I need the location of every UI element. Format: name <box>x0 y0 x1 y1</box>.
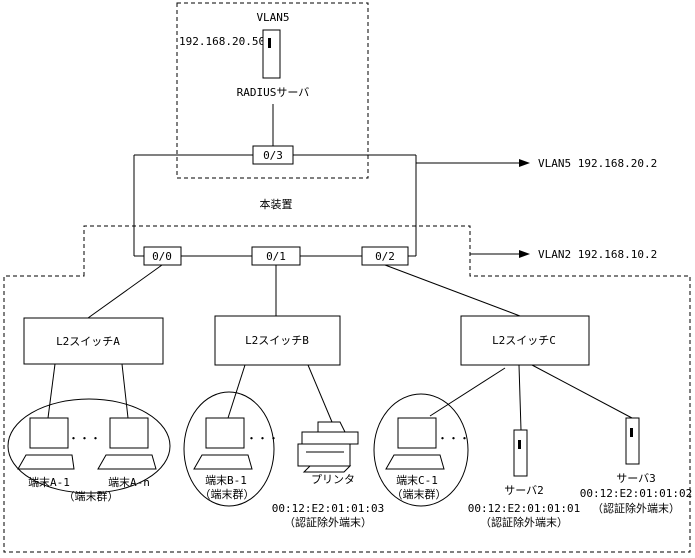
radius-vlan-label: VLAN5 <box>256 11 289 24</box>
switch-b-label: L2スイッチB <box>245 334 309 347</box>
vlan5-uplink-label: VLAN5 192.168.20.2 <box>538 157 657 170</box>
terminal-group-c <box>373 393 469 507</box>
group-b-ellipsis: ・・・ <box>246 432 279 445</box>
port-0-2-label: 0/2 <box>375 250 395 263</box>
port-0-0: 0/0 <box>143 246 182 266</box>
port-0-0-label: 0/0 <box>152 250 172 263</box>
server3-mac: 00:12:E2:01:01:02 <box>580 487 693 500</box>
group-a-ellipsis: ・・・ <box>68 432 101 445</box>
terminal-group-a <box>7 398 171 494</box>
server2-icon <box>513 429 528 477</box>
printer-note: （認証除外端末） <box>284 515 372 529</box>
printer-icon <box>297 421 359 473</box>
port-0-1: 0/1 <box>251 246 301 266</box>
group-c-caption: （端末群） <box>392 487 447 501</box>
port-0-3: 0/3 <box>252 145 294 165</box>
switch-a: L2スイッチA <box>23 317 164 365</box>
terminal-c1-icon <box>385 417 445 470</box>
switch-a-label: L2スイッチA <box>56 335 120 348</box>
vlan2-uplink-arrow <box>470 250 530 258</box>
server3-note: （認証除外端末） <box>592 501 680 515</box>
group-c-ellipsis: ・・・ <box>437 432 470 445</box>
switch-b: L2スイッチB <box>214 315 341 366</box>
vlan5-uplink-arrow <box>416 159 530 167</box>
vlan5-region <box>176 2 369 179</box>
terminal-a1-icon <box>17 417 75 470</box>
group-a-caption: （端末群） <box>64 489 119 503</box>
link-port02-switch-c <box>384 264 521 317</box>
terminal-group-b <box>183 391 275 507</box>
terminal-an-icon <box>97 417 157 470</box>
terminal-a1-label: 端末A-1 <box>28 475 70 489</box>
radius-ip-label: 192.168.20.50 <box>179 35 265 48</box>
terminal-b1-label: 端末B-1 <box>205 473 247 487</box>
vlan2-uplink-label: VLAN2 192.168.10.2 <box>538 248 657 261</box>
terminal-c1-label: 端末C-1 <box>396 473 438 487</box>
device-label: 本装置 <box>260 197 293 211</box>
terminal-b1-icon <box>193 417 253 470</box>
radius-server-icon <box>262 29 281 79</box>
device-wiring <box>133 154 417 257</box>
group-b-caption: （端末群） <box>200 487 255 501</box>
switch-c: L2スイッチC <box>460 315 590 366</box>
printer-mac: 00:12:E2:01:01:03 <box>272 502 385 515</box>
terminal-an-label: 端末A-n <box>108 475 150 489</box>
port-0-3-label: 0/3 <box>263 149 283 162</box>
server2-note: （認証除外端末） <box>480 515 568 529</box>
server3-label: サーバ3 <box>616 472 656 485</box>
server2-mac: 00:12:E2:01:01:01 <box>468 502 581 515</box>
port-0-1-label: 0/1 <box>266 250 286 263</box>
link-port00-switch-a <box>87 264 163 319</box>
printer-label: プリンタ <box>311 473 355 486</box>
switch-links <box>47 363 633 431</box>
server2-label: サーバ2 <box>504 484 544 497</box>
radius-name-label: RADIUSサーバ <box>237 86 310 99</box>
server3-icon <box>625 417 640 465</box>
port-0-2: 0/2 <box>361 246 409 266</box>
switch-c-label: L2スイッチC <box>492 334 556 347</box>
vlan2-region <box>3 225 691 553</box>
